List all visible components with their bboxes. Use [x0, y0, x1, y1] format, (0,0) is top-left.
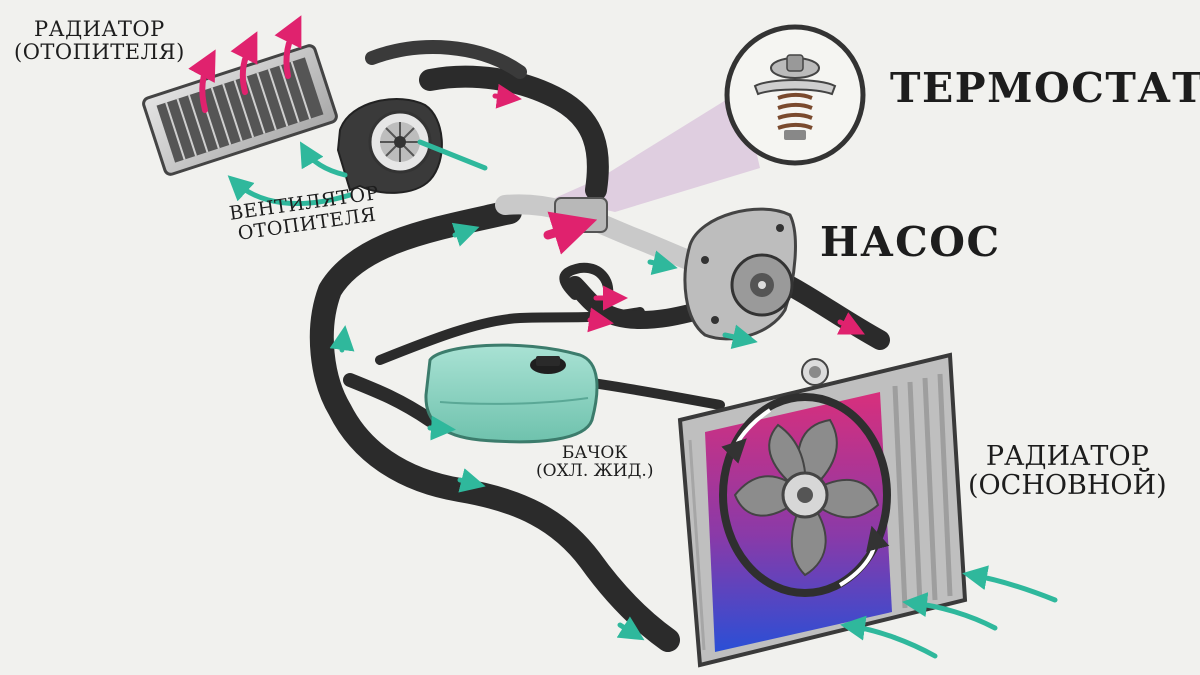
- water-pump-icon: [683, 207, 797, 341]
- main-radiator-label: РАДИАТОР (ОСНОВНОЙ): [968, 441, 1167, 502]
- metal-pipe: [495, 194, 722, 278]
- radiator-air-arrows: [840, 565, 1058, 659]
- heater-fan-air-arrows: [227, 139, 488, 206]
- flow-markers-hot: [492, 83, 865, 335]
- heater-hot-air-arrows: [188, 15, 302, 113]
- hose-heater-supply: [365, 40, 527, 79]
- pump-label: НАСОС: [820, 218, 1001, 266]
- thermostat-icon: [724, 24, 866, 166]
- flow-markers-cold: [329, 222, 758, 641]
- heater-radiator-label: РАДИАТОР (ОТОПИТЕЛЯ): [14, 17, 185, 64]
- hose-heater-return: [419, 65, 609, 201]
- cooling-fan-icon: [719, 393, 891, 597]
- hose-main-left: [309, 200, 680, 652]
- expansion-tank-icon: [424, 343, 599, 444]
- tank-label: БАЧОК (ОХЛ. ЖИД.): [536, 443, 654, 482]
- thermostat-label: ТЕРМОСТАТ: [890, 64, 1200, 112]
- hose-small-loop: [559, 262, 614, 301]
- blower-fan-icon: [336, 98, 443, 194]
